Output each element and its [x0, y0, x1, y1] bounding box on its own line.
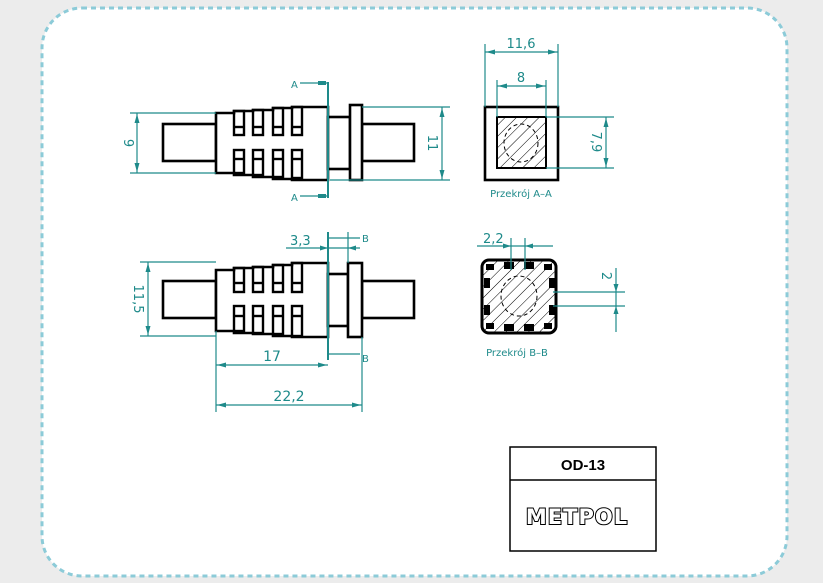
section-marker-a-bottom: A [291, 193, 298, 204]
section-marker-b-bottom: B [362, 354, 369, 365]
dim-9: 9 [120, 139, 135, 147]
dim-2-2: 2,2 [483, 232, 504, 247]
section-marker-b-top: B [362, 234, 369, 245]
dim-22-2: 22,2 [273, 389, 304, 405]
dim-2: 2 [598, 272, 613, 280]
section-b-label: Przekrój B–B [486, 347, 548, 359]
dim-17: 17 [263, 349, 281, 365]
dim-11: 11 [424, 135, 439, 152]
dim-3-3: 3,3 [290, 234, 311, 249]
top-view: A A 9 11 [120, 80, 450, 204]
section-a-a: 11,6 8 7,9 Przekrój A–A [483, 37, 614, 200]
section-marker-a-top: A [291, 80, 298, 91]
dim-7-9: 7,9 [588, 132, 603, 153]
section-b-b: 2,2 2 Przekrój B–B [477, 232, 625, 359]
dim-11-5: 11,5 [130, 285, 145, 314]
title-block: OD-13 METPOL [509, 446, 657, 552]
section-a-label: Przekrój A–A [490, 188, 552, 200]
bottom-view: B B 3,3 11,5 17 22,2 [130, 232, 416, 412]
drawing-code: OD-13 [561, 457, 605, 474]
metpol-logo: METPOL [526, 505, 628, 529]
dim-11-6: 11,6 [507, 37, 536, 52]
dim-8: 8 [517, 71, 525, 86]
